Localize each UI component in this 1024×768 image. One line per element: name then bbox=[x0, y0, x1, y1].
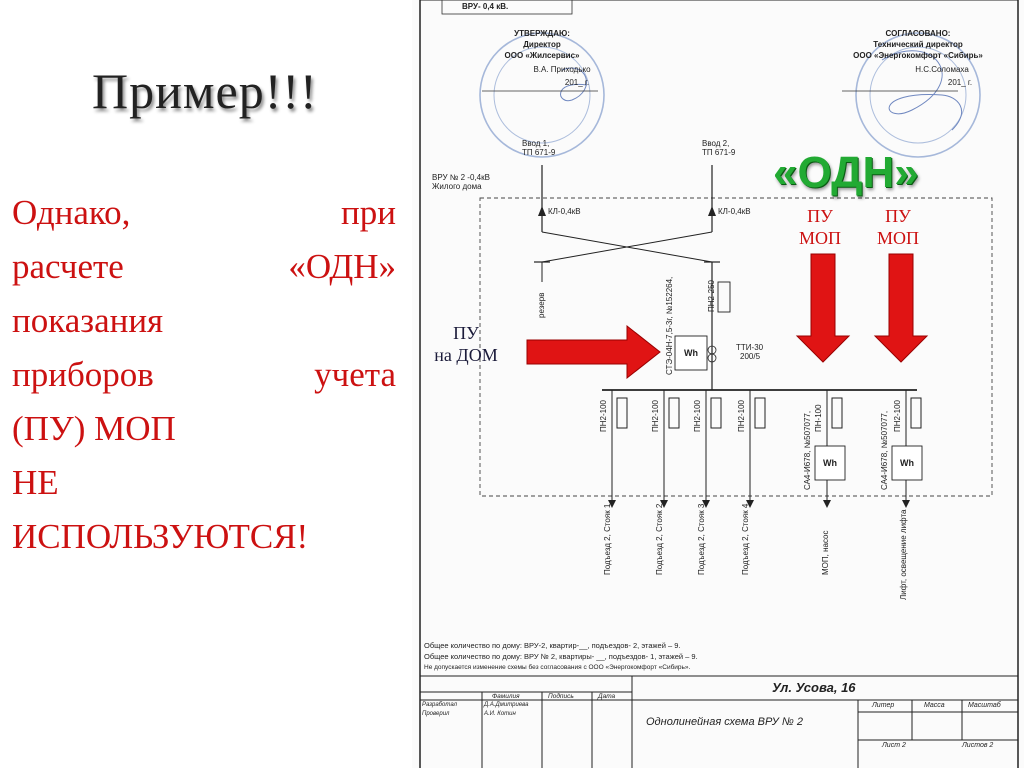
approve-role: Директор bbox=[523, 40, 561, 49]
odn-label: «ОДН» bbox=[773, 148, 919, 197]
body-word: приборов bbox=[12, 355, 154, 394]
stamp-col-date: Дата bbox=[598, 693, 616, 700]
pu-dom-label: ПУ на ДОМ bbox=[416, 322, 516, 366]
pu-mop-2-line-1: ПУ bbox=[885, 206, 911, 226]
pu-mop-arrow-1 bbox=[795, 253, 851, 363]
approval-seal-right bbox=[855, 32, 981, 158]
agree-date: 201_ г. bbox=[947, 78, 973, 87]
feeder-label-2: Подъезд 2, Стояк 2 bbox=[655, 503, 664, 575]
body-line-4: приборов учета bbox=[12, 348, 396, 402]
feeder-label-3: Подъезд 2, Стояк 3 bbox=[697, 503, 706, 575]
main-fuse-label: ПН2-250 bbox=[707, 280, 716, 312]
schematic-sheet: ВРУ- 0,4 кВ. УТВЕРЖДАЮ: Директор ООО «Жи… bbox=[412, 0, 1024, 768]
input2-label-1: Ввод 2, bbox=[702, 139, 730, 148]
pu-mop-1-line-2: МОП bbox=[798, 228, 841, 248]
stamp-col-scale: Масштаб bbox=[968, 702, 1001, 709]
approve-heading: УТВЕРЖДАЮ: bbox=[514, 29, 570, 38]
body-word: Однако, bbox=[12, 193, 131, 232]
feeder-label-6: Лифт, освещение лифта bbox=[899, 509, 908, 600]
agree-org: ООО «Энергокомфорт «Сибирь» bbox=[853, 51, 983, 60]
body-word: НЕ bbox=[12, 463, 59, 502]
note-3: Не допускается изменение схемы без согла… bbox=[424, 664, 691, 671]
body-line-2: расчете «ОДН» bbox=[12, 240, 396, 294]
stamp-title: Однолинейная схема ВРУ № 2 bbox=[646, 716, 803, 728]
slide-title: Пример!!! bbox=[92, 63, 318, 119]
body-line-3: показания bbox=[12, 294, 396, 348]
feeder-label-4: Подъезд 2, Стояк 4 bbox=[741, 503, 750, 575]
input2-label-2: ТП 671-9 bbox=[702, 148, 736, 157]
mop-meter-label-1: СА4-И678, №507077, bbox=[803, 410, 812, 490]
body-word: показания bbox=[12, 301, 164, 340]
fuse-label-5: ПН-100 bbox=[814, 404, 823, 432]
agree-role: Технический директор bbox=[873, 40, 963, 49]
fuse-label-6: ПН2-100 bbox=[893, 400, 902, 432]
pu-dom-line-1: ПУ bbox=[453, 323, 479, 343]
fuse-label-4: ПН2-100 bbox=[737, 400, 746, 432]
pu-dom-arrow bbox=[526, 324, 661, 380]
stamp-row-name-1: Д.А.Дмитриева bbox=[484, 702, 529, 708]
approve-date: 201_ г. bbox=[564, 78, 590, 87]
main-meter-symbol: Wh bbox=[684, 348, 698, 358]
stamp-row-role-2: Проверил bbox=[422, 711, 450, 717]
tt-label-2: 200/5 bbox=[740, 352, 761, 361]
vru-label-2: Жилого дома bbox=[432, 182, 482, 191]
stamp-sheets: Листов 2 bbox=[962, 742, 994, 749]
body-word: ИСПОЛЬЗУЮТСЯ! bbox=[12, 517, 309, 556]
approval-seal-left bbox=[479, 32, 605, 158]
stamp-col-sign: Подпись bbox=[548, 693, 574, 700]
mop-meter-box-1 bbox=[814, 445, 846, 481]
vru-label-1: ВРУ № 2 -0,4кВ bbox=[432, 173, 490, 182]
body-line-7: ИСПОЛЬЗУЮТСЯ! bbox=[12, 510, 396, 564]
pu-mop-2-line-2: МОП bbox=[876, 228, 919, 248]
body-line-5: (ПУ) МОП bbox=[12, 402, 396, 456]
doc-header: ВРУ- 0,4 кВ. bbox=[462, 2, 509, 11]
body-word: (ПУ) МОП bbox=[12, 409, 176, 448]
mop-meter-symbol-1: Wh bbox=[823, 458, 837, 468]
mop-meter-symbol-2: Wh bbox=[900, 458, 914, 468]
stamp-col-name: Фамилия bbox=[492, 693, 520, 700]
main-meter-box bbox=[674, 335, 708, 371]
schematic-drawing bbox=[412, 0, 1024, 768]
pu-mop-arrow-2 bbox=[873, 253, 929, 363]
body-word: расчете bbox=[12, 247, 124, 286]
stamp-row-name-2: А.И. Котин bbox=[484, 711, 516, 717]
tt-label-1: ТТИ-30 bbox=[736, 343, 764, 352]
mop-meter-label-2: СА4-И678, №507077, bbox=[880, 410, 889, 490]
agree-heading: СОГЛАСОВАНО: bbox=[885, 29, 951, 38]
feeder-label-1: Подъезд 2, Стояк 1 bbox=[603, 503, 612, 575]
approve-name: В.А. Приходько bbox=[533, 65, 591, 74]
body-word: учета bbox=[314, 355, 396, 394]
body-word: при bbox=[341, 193, 396, 232]
stamp-sheet: Лист 2 bbox=[882, 742, 906, 749]
stamp-col-mass: Масса bbox=[924, 702, 945, 709]
fuse-label-2: ПН2-100 bbox=[651, 400, 660, 432]
agree-name: Н.С.Соломаха bbox=[915, 65, 969, 74]
stamp-row-role-1: Разработал bbox=[422, 702, 457, 708]
pu-mop-label-2: ПУ МОП bbox=[870, 205, 926, 249]
main-meter-label: СТЭ-04Н-7,5-3г, №152264, bbox=[665, 276, 674, 375]
slide-body-text: Однако, при расчете «ОДН» показания приб… bbox=[12, 186, 396, 564]
pu-dom-line-2: на ДОМ bbox=[434, 345, 498, 365]
body-line-1: Однако, при bbox=[12, 186, 396, 240]
pu-mop-label-1: ПУ МОП bbox=[792, 205, 848, 249]
mop-meter-box-2 bbox=[891, 445, 923, 481]
cable2-label: КЛ-0,4кВ bbox=[718, 207, 751, 216]
fuse-label-3: ПН2-100 bbox=[693, 400, 702, 432]
feeder-label-5: МОП, насос bbox=[821, 530, 830, 576]
input1-label-1: Ввод 1, bbox=[522, 139, 550, 148]
approve-org: ООО «Жилсервис» bbox=[504, 51, 580, 60]
stamp-col-liter: Литер bbox=[872, 702, 895, 709]
note-2: Общее количество по дому: ВРУ № 2, кварт… bbox=[424, 652, 698, 661]
cable1-label: КЛ-0,4кВ bbox=[548, 207, 581, 216]
body-line-6: НЕ bbox=[12, 456, 396, 510]
reserve-label: резерв bbox=[537, 292, 546, 318]
pu-mop-1-line-1: ПУ bbox=[807, 206, 833, 226]
input1-label-2: ТП 671-9 bbox=[522, 148, 556, 157]
stamp-address: Ул. Усова, 16 bbox=[772, 680, 856, 695]
body-word: «ОДН» bbox=[288, 247, 396, 286]
fuse-label-1: ПН2-100 bbox=[599, 400, 608, 432]
note-1: Общее количество по дому: ВРУ-2, квартир… bbox=[424, 641, 681, 650]
